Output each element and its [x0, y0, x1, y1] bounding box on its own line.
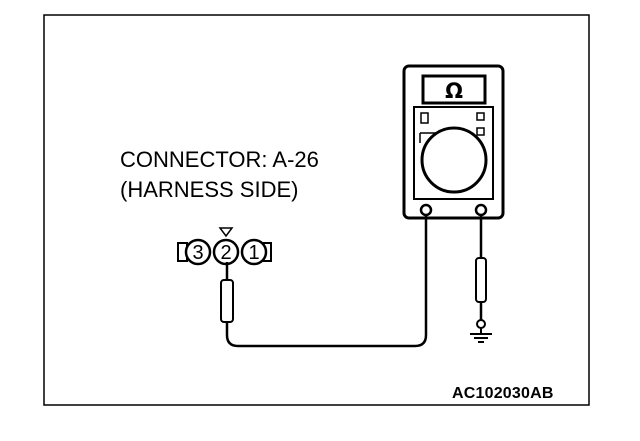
selector-key — [420, 112, 429, 124]
probe-handle — [220, 279, 234, 323]
ohm-symbol: Ω — [445, 79, 463, 103]
pin-indicator-triangle — [218, 227, 234, 238]
probe-jack-right — [474, 203, 488, 217]
multimeter: Ω — [402, 64, 505, 220]
rotary-dial — [420, 126, 488, 194]
pin-2-label: 2 — [220, 242, 231, 264]
ground-clip — [476, 319, 486, 329]
test-lead-wire — [225, 215, 428, 348]
connector-label: CONNECTOR: A-26 — [120, 147, 319, 172]
connector-probe — [220, 262, 234, 323]
diagram-frame — [43, 14, 590, 406]
connector-side-label: (HARNESS SIDE) — [120, 177, 299, 202]
ground-lead — [470, 215, 492, 343]
reference-code: AC102030AB — [452, 385, 554, 402]
selector-key — [476, 127, 485, 136]
dial-markings — [419, 132, 446, 150]
pin-1 — [240, 238, 268, 266]
pin-1-label: 1 — [248, 242, 259, 264]
ground-probe-handle — [475, 257, 487, 303]
selector-key — [476, 112, 485, 121]
pin-3-label: 3 — [192, 242, 203, 264]
probe-jack-left — [419, 203, 433, 217]
connector-a26: 3 2 1 — [177, 227, 272, 266]
multimeter-display — [421, 74, 487, 105]
pin-3 — [184, 238, 212, 266]
